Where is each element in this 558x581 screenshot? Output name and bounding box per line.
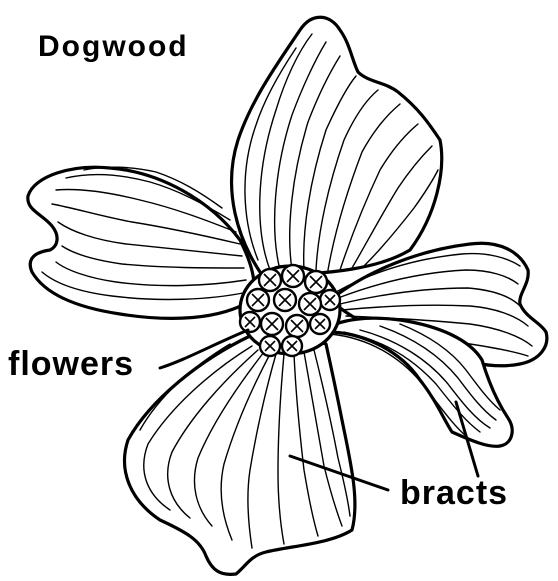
bract-top: [232, 17, 442, 275]
floret: [286, 315, 308, 337]
bract-left: [28, 167, 254, 318]
floret: [310, 314, 330, 334]
floret: [305, 271, 327, 293]
floret: [299, 293, 321, 315]
bract-bottom: [125, 334, 355, 574]
floret: [240, 312, 260, 332]
floret: [247, 289, 269, 311]
floret: [282, 336, 302, 356]
diagram-title: Dogwood: [38, 30, 189, 64]
floret: [320, 290, 340, 310]
floret: [261, 313, 283, 335]
floret: [274, 289, 296, 311]
floret: [282, 265, 304, 287]
flower-cluster: [240, 265, 340, 356]
label-flowers: flowers: [8, 345, 134, 384]
floret: [260, 336, 280, 356]
label-bracts: bracts: [400, 474, 508, 513]
floret: [259, 269, 281, 291]
